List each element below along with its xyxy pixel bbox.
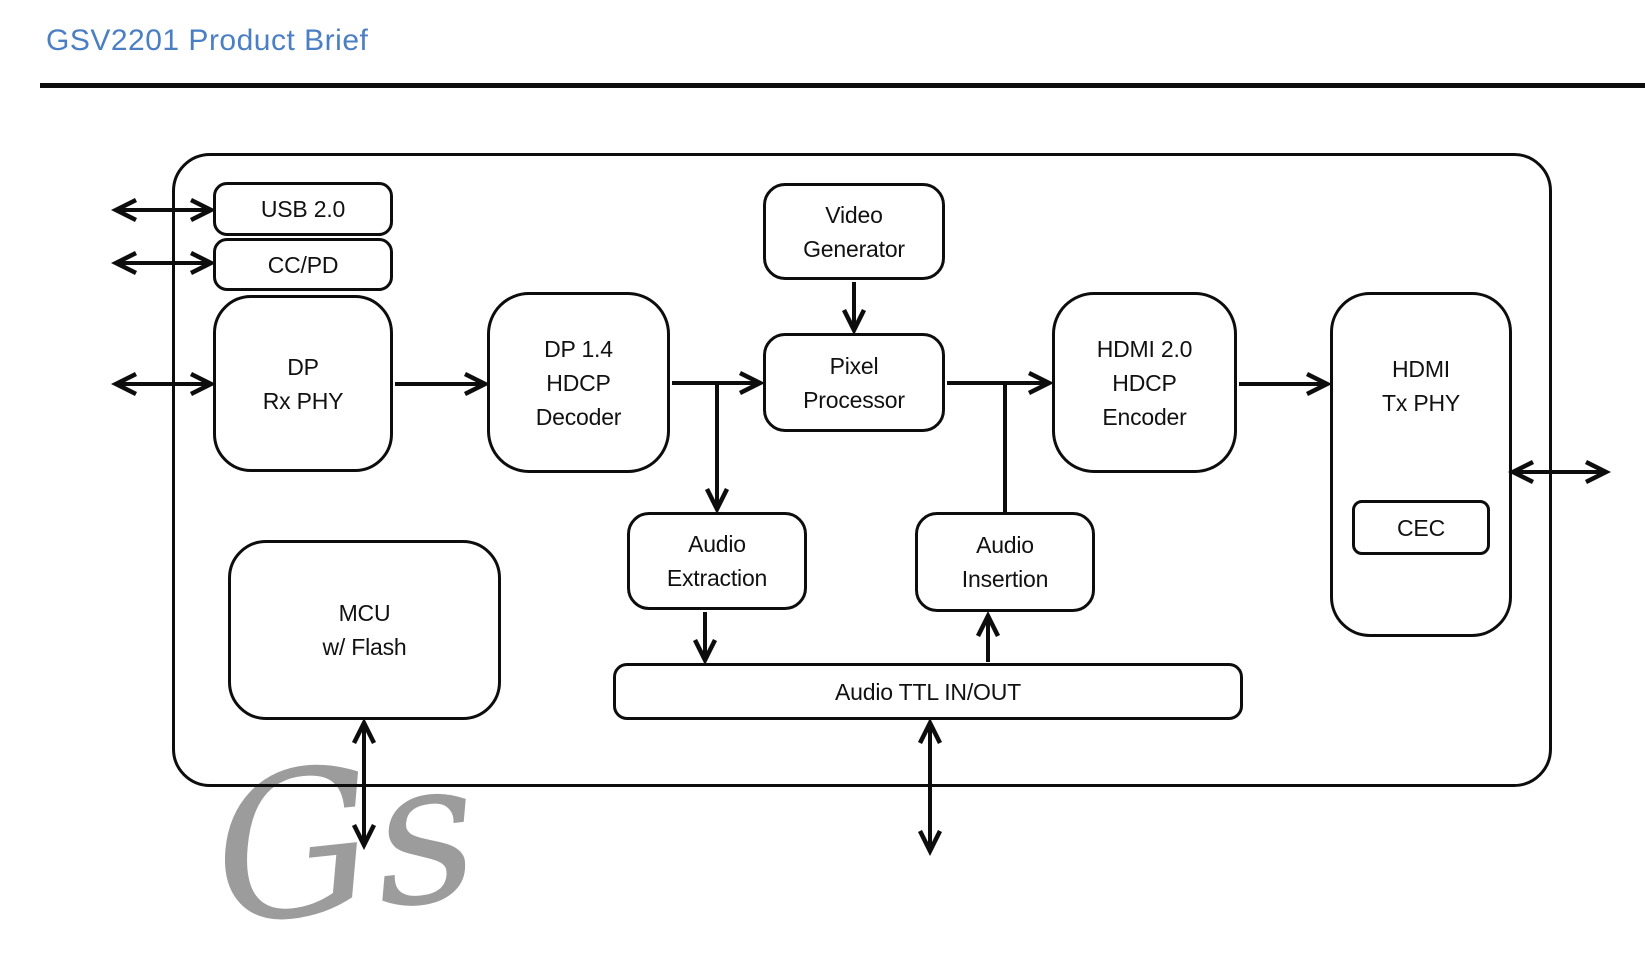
block-dp-rx-phy: DP Rx PHY (213, 295, 393, 472)
block-video-generator: Video Generator (763, 183, 945, 280)
block-label: Video Generator (803, 201, 905, 262)
block-dp14-hdcp-decoder: DP 1.4 HDCP Decoder (487, 292, 670, 473)
page-title: GSV2201 Product Brief (46, 24, 369, 57)
block-audio-insertion: Audio Insertion (915, 512, 1095, 612)
block-label: MCU w/ Flash (322, 600, 407, 660)
block-label: CEC (1397, 514, 1445, 541)
title-divider (40, 83, 1645, 88)
block-label: CC/PD (267, 251, 339, 278)
block-label: USB 2.0 (260, 196, 346, 222)
block-pixel-processor: Pixel Processor (763, 333, 945, 432)
block-label: Audio TTL IN/OUT (835, 678, 1021, 705)
block-label: Audio Extraction (666, 531, 768, 591)
block-label: Audio Insertion (961, 532, 1049, 592)
block-usb: USB 2.0 (213, 182, 393, 236)
block-hdmi20-hdcp-encoder: HDMI 2.0 HDCP Encoder (1052, 292, 1237, 473)
block-label: HDMI Tx PHY (1381, 356, 1461, 416)
block-label: HDMI 2.0 HDCP Encoder (1096, 335, 1193, 430)
document-page: { "page": { "title": "GSV2201 Product Br… (40, 24, 1645, 971)
block-mcu-flash: MCU w/ Flash (228, 540, 501, 720)
block-label: Pixel Processor (803, 352, 905, 413)
block-label: DP Rx PHY (262, 353, 344, 414)
block-hdmi-tx-phy: HDMI Tx PHY (1330, 292, 1512, 637)
block-cec: CEC (1352, 500, 1490, 555)
block-audio-ttl: Audio TTL IN/OUT (613, 663, 1243, 720)
block-ccpd: CC/PD (213, 238, 393, 291)
block-audio-extraction: Audio Extraction (627, 512, 807, 610)
block-label: DP 1.4 HDCP Decoder (535, 335, 622, 430)
